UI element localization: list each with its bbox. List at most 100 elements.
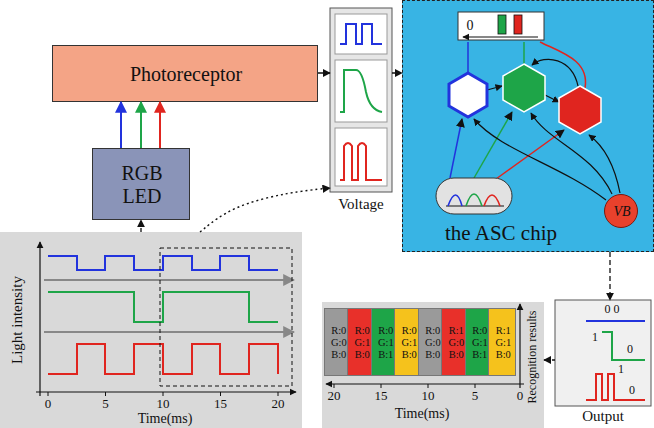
line-shape [36, 391, 296, 392]
line-shape [44, 279, 294, 281]
node-label: R:0 G:0 B:0 [422, 325, 444, 361]
path-shape [340, 24, 382, 44]
connector [392, 72, 402, 73]
path-shape [586, 374, 645, 400]
path-shape [474, 112, 512, 178]
node-label: Time(ms) [138, 411, 193, 427]
path-shape [523, 42, 525, 64]
path-shape [531, 113, 612, 194]
output-value: 1 [618, 363, 624, 377]
path-shape [532, 59, 578, 86]
results-axes [326, 304, 524, 388]
node-label: Voltage [338, 196, 384, 213]
path-shape [340, 143, 382, 180]
output-panel [555, 300, 651, 406]
tick-label: 5 [102, 397, 109, 412]
connector [609, 252, 610, 300]
node-label: R:1 G:0 B:0 [445, 325, 467, 361]
output-value: 1 [592, 331, 598, 345]
connector [140, 220, 141, 232]
node-label: Time(ms) [395, 406, 450, 422]
line-shape [44, 331, 294, 333]
polygon-shape [449, 73, 487, 117]
node-label: R:1 G:1 B:0 [492, 325, 514, 361]
node-label: R:0 G:1 B:1 [469, 325, 491, 361]
node-label: R:0 G:1 B:0 [351, 325, 373, 361]
rect-shape [458, 12, 544, 40]
path-shape [450, 119, 462, 178]
output-value: 0 [629, 384, 635, 398]
node-label: VB [613, 204, 630, 220]
node-label: RGB LED [112, 162, 172, 208]
path-shape [48, 392, 278, 396]
voltage-panel [330, 8, 392, 192]
node-label: R:0 G:0 B:0 [328, 325, 350, 361]
polygon-shape [559, 86, 601, 134]
path-shape [340, 70, 382, 112]
line-shape [326, 383, 524, 384]
path-shape [448, 195, 462, 206]
voltage-panel: Voltage [330, 8, 392, 222]
node-label: the ASC chip [445, 221, 557, 245]
path-shape [487, 86, 502, 90]
tick-label: 15 [375, 389, 388, 404]
node-label: Output [582, 408, 624, 425]
path-shape [474, 119, 606, 200]
path-shape [48, 292, 278, 322]
tick-label: 5 [472, 389, 479, 404]
axis-title: Light intensity [9, 276, 26, 364]
process-box: Photoreceptor [52, 45, 318, 102]
axis-title: Recognition results [526, 311, 540, 404]
rect-shape [335, 128, 387, 186]
rect-shape [498, 15, 506, 34]
path-shape [589, 135, 620, 193]
output-value: 0 0 [605, 303, 620, 317]
path-shape [334, 384, 475, 388]
connector [159, 102, 161, 148]
light-chart [36, 242, 296, 396]
tick-label: 20 [328, 389, 341, 404]
path-shape [48, 344, 278, 374]
bias-circle: VB [604, 194, 638, 228]
rect-shape [514, 15, 522, 34]
line-shape [39, 242, 40, 396]
path-shape [446, 206, 504, 207]
polygon-shape [503, 64, 545, 112]
results-panel: Recognition resultsTime(ms)R:0 G:0 B:0R:… [322, 302, 544, 428]
rect-shape [335, 14, 387, 54]
tick-label: 15 [214, 397, 227, 412]
rect-shape [330, 8, 392, 192]
tick-label: 0 [517, 389, 524, 404]
output-value: 0 [627, 343, 633, 357]
node-label: R:0 G:1 B:1 [375, 325, 397, 361]
path-shape [545, 95, 559, 102]
rect-shape [555, 300, 651, 406]
connector [140, 102, 142, 148]
tick-label: 0 [45, 397, 52, 412]
line-shape [519, 304, 520, 388]
rect-shape [160, 248, 292, 386]
path-shape [48, 256, 278, 270]
path-shape [586, 320, 645, 322]
node-label: R:0 G:1 B:0 [398, 325, 420, 361]
tick-label: 20 [272, 397, 285, 412]
connector [120, 102, 122, 148]
line-shape [463, 36, 538, 37]
connector [200, 188, 330, 232]
output-panel: Output [555, 300, 651, 428]
path-shape [467, 42, 469, 73]
path-shape [466, 194, 482, 206]
result-cell: R:1 G:1 B:0 [488, 308, 516, 376]
connector [318, 72, 330, 73]
chip-panel: the ASC chip VB [402, 0, 654, 252]
tick-label: 10 [157, 397, 170, 412]
rect-shape [335, 60, 387, 122]
rect-shape [436, 178, 512, 214]
connector [544, 359, 555, 360]
path-shape [602, 332, 645, 360]
tick-label: 10 [422, 389, 435, 404]
output-value: 0 [467, 18, 474, 34]
path-shape [496, 130, 564, 179]
